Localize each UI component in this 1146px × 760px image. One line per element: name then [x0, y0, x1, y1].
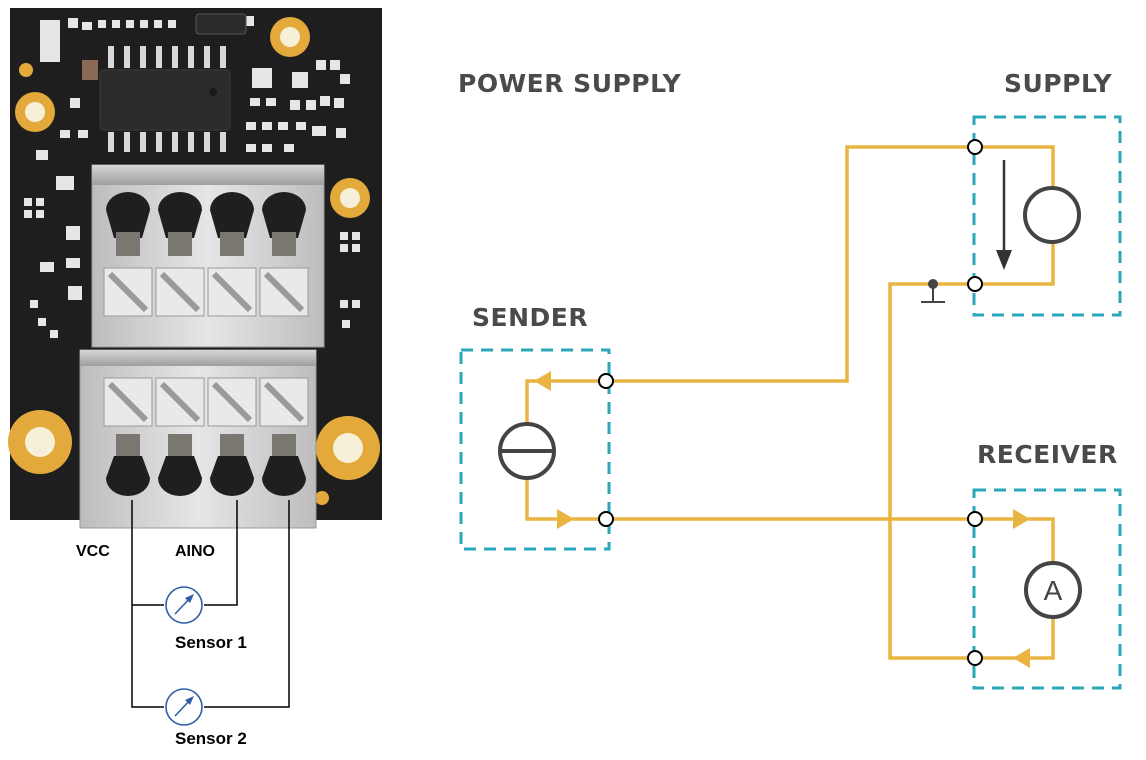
smd-resistor [82, 60, 98, 80]
supply-label: SUPPLY [1004, 69, 1113, 98]
sensor-1-symbol [165, 586, 203, 624]
power-supply-title: POWER SUPPLY [458, 69, 682, 98]
wire-sender-to-supply [606, 145, 975, 383]
supply-source-symbol [1023, 186, 1081, 244]
sender-current-source-symbol [498, 422, 556, 480]
terminal-block-lower [79, 349, 317, 529]
terminal-sender-bottom [598, 511, 614, 527]
receiver-block [972, 488, 1122, 690]
terminal-receiver-bottom [967, 650, 983, 666]
sender-label: SENDER [472, 303, 589, 332]
pin-label-aino: AINO [175, 543, 215, 560]
ground-symbol [921, 279, 945, 303]
sensor-wiring [131, 500, 290, 708]
arrow-sender-bottom [557, 509, 574, 529]
wire-ground-return [888, 282, 975, 660]
terminal-supply-bottom [967, 276, 983, 292]
sensor-1-label: Sensor 1 [175, 633, 247, 652]
ic-pins-top [108, 46, 226, 68]
arrow-receiver-top [1013, 509, 1030, 529]
current-arrows [534, 371, 1030, 668]
supply-voltage-arrow [996, 160, 1012, 270]
terminal-supply-top [967, 139, 983, 155]
ic-pins-bottom [108, 132, 226, 152]
ic-pin1-marker [209, 88, 217, 96]
receiver-label: RECEIVER [977, 440, 1118, 469]
ic-chip [99, 69, 231, 131]
terminals [598, 139, 983, 666]
ammeter-label: A [1044, 575, 1063, 606]
ammeter-symbol: A [1024, 561, 1082, 619]
sensor-2-symbol [165, 688, 203, 726]
terminal-receiver-top [967, 511, 983, 527]
terminal-block-upper [91, 164, 325, 348]
pcb-board [8, 8, 382, 529]
arrow-sender-top [534, 371, 551, 391]
sender-block [459, 348, 611, 551]
pin-label-vcc: VCC [76, 543, 110, 560]
arrow-receiver-bottom [1013, 648, 1030, 668]
mounting-pads [8, 17, 380, 505]
sensor-2-label: Sensor 2 [175, 729, 247, 748]
terminal-sender-top [598, 373, 614, 389]
smd-crystal [195, 13, 247, 35]
supply-block [972, 115, 1122, 317]
dashed-blocks [459, 115, 1122, 690]
